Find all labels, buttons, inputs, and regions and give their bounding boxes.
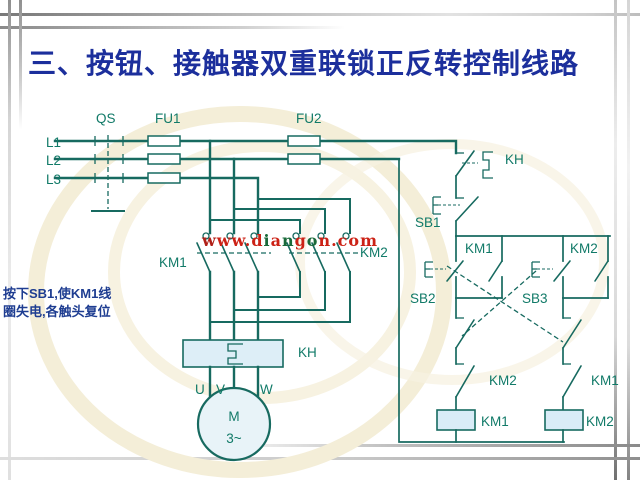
km2-aux-contact <box>594 260 609 282</box>
wire-l1 <box>53 139 458 155</box>
frame-line-right-1 <box>614 0 617 480</box>
annotation-text: 按下SB1,使KM1线 圈失电,各触头复位 <box>3 285 158 321</box>
wire-km2-feed-3 <box>257 198 351 234</box>
km1-main-contacts <box>196 232 271 273</box>
frame-line-left-1 <box>8 0 11 480</box>
frame-line-bottom-1 <box>200 444 640 447</box>
label-terminal-u: U <box>195 382 205 397</box>
km1-coil-branch <box>436 297 476 443</box>
wire-km2-feed-1 <box>209 219 301 234</box>
kh-relay-box <box>182 339 284 368</box>
wire-km2-cross <box>209 271 351 323</box>
label-fu2: FU2 <box>296 111 322 126</box>
wire-to-motor <box>208 365 260 398</box>
km1-coil <box>436 409 476 431</box>
wire-km2-feed-2 <box>233 208 326 234</box>
label-km1-main: KM1 <box>159 255 187 270</box>
fu1-fuses <box>147 135 181 184</box>
label-terminal-v: V <box>216 382 225 397</box>
label-km2-interlock: KM2 <box>489 373 517 388</box>
motor-letter: M <box>228 409 239 424</box>
km2-main-contacts <box>286 232 358 273</box>
labels: QS FU1 FU2 L1 L2 L3 KM1 KM2 KH U V W KH … <box>46 111 619 429</box>
frame-line-top-1 <box>0 13 640 16</box>
label-kh-contact: KH <box>505 152 524 167</box>
control-circuit <box>398 150 611 443</box>
motor: M 3~ <box>196 386 272 462</box>
page-title: 三、按钮、接触器双重联锁正反转控制线路 <box>28 48 580 79</box>
kh-nc-contact <box>455 150 493 199</box>
label-terminal-w: W <box>260 382 273 397</box>
label-km2-main: KM2 <box>360 245 388 260</box>
annotation-line-2: 圈失电,各触头复位 <box>3 304 111 319</box>
label-l2: L2 <box>46 153 61 168</box>
label-qs: QS <box>96 111 116 126</box>
label-km1-interlock: KM1 <box>591 373 619 388</box>
frame-line-left-2 <box>19 0 22 130</box>
qs-switch <box>91 135 125 212</box>
label-fu1: FU1 <box>155 111 181 126</box>
label-kh-box: KH <box>298 345 317 360</box>
label-km1-coil: KM1 <box>481 414 509 429</box>
frame-line-top-2 <box>0 26 345 29</box>
wire-to-kh <box>208 270 260 342</box>
km2-coil-branch <box>544 297 584 443</box>
label-km2-branch: KM2 <box>570 241 598 256</box>
label-l3: L3 <box>46 172 61 187</box>
power-circuit: M 3~ <box>53 135 458 462</box>
annotation-line-1: 按下SB1,使KM1线 <box>3 286 112 301</box>
label-sb1: SB1 <box>415 215 441 230</box>
label-km1-branch: KM1 <box>465 241 493 256</box>
label-sb3: SB3 <box>522 291 548 306</box>
sb3-button <box>531 260 571 282</box>
label-sb2: SB2 <box>410 291 436 306</box>
control-left-rail <box>398 158 565 443</box>
button-cross-links <box>446 265 564 343</box>
watermark: www.diangon.com <box>202 231 379 250</box>
km2-coil <box>544 409 584 431</box>
km1-aux-contact <box>488 260 503 282</box>
label-l1: L1 <box>46 135 61 150</box>
sb1-button <box>432 196 479 237</box>
fu2-fuses <box>287 135 321 165</box>
motor-phase: 3~ <box>226 431 242 446</box>
label-km2-coil: KM2 <box>586 414 614 429</box>
background-swirl <box>28 106 609 478</box>
frame-line-right-2 <box>627 0 630 480</box>
